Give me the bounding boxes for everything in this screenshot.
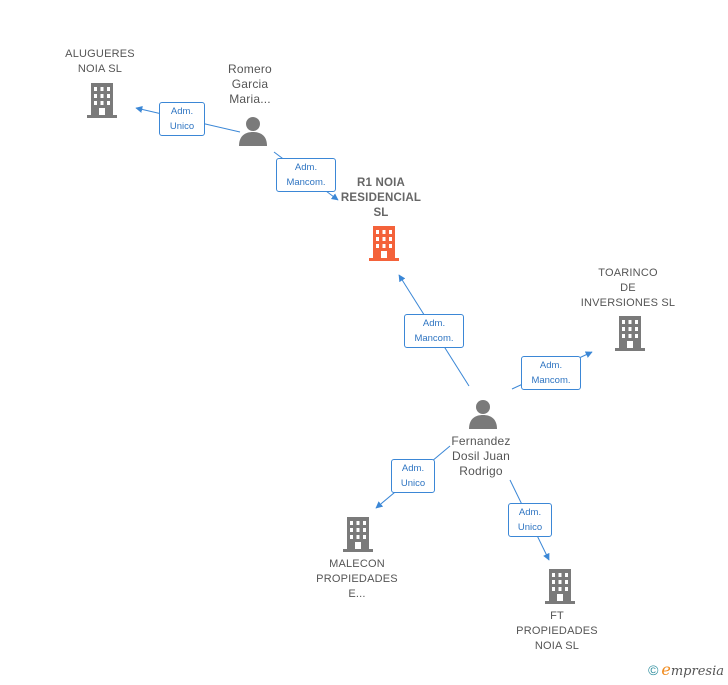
building-icon[interactable] bbox=[341, 517, 375, 553]
company-label-r1-noia[interactable]: R1 NOIA RESIDENCIAL SL bbox=[340, 177, 422, 219]
company-label-alugueres[interactable]: ALUGUERES NOIA SL bbox=[65, 48, 135, 75]
person-label-fernandez[interactable]: Fernandez Dosil Juan Rodrigo bbox=[451, 434, 511, 478]
brand-initial: e bbox=[661, 660, 671, 679]
person-icon[interactable] bbox=[238, 116, 268, 146]
building-icon[interactable] bbox=[85, 83, 119, 119]
person-icon[interactable] bbox=[468, 399, 498, 429]
edge-label-romero-alugueres[interactable]: Adm. Unico bbox=[159, 102, 205, 136]
building-icon[interactable] bbox=[367, 226, 401, 262]
footer-brand[interactable]: ©empresia bbox=[648, 660, 724, 679]
building-icon[interactable] bbox=[613, 316, 647, 352]
edge-label-fernandez-malecon[interactable]: Adm. Unico bbox=[391, 459, 435, 493]
edge-label-romero-r1[interactable]: Adm. Mancom. bbox=[276, 158, 336, 192]
company-label-toarinco[interactable]: TOARINCO DE INVERSIONES SL bbox=[580, 267, 676, 309]
copyright-icon: © bbox=[648, 662, 659, 678]
company-label-malecon[interactable]: MALECON PROPIEDADES E... bbox=[316, 558, 398, 600]
brand-name: mpresia bbox=[670, 664, 724, 679]
edge-label-fernandez-ft[interactable]: Adm. Unico bbox=[508, 503, 552, 537]
edge-label-fernandez-r1[interactable]: Adm. Mancom. bbox=[404, 314, 464, 348]
company-label-ft-propiedades[interactable]: FT PROPIEDADES NOIA SL bbox=[516, 610, 598, 652]
building-icon[interactable] bbox=[543, 569, 577, 605]
person-label-romero[interactable]: Romero Garcia Maria... bbox=[228, 62, 272, 106]
edge-label-fernandez-toarinco[interactable]: Adm. Mancom. bbox=[521, 356, 581, 390]
